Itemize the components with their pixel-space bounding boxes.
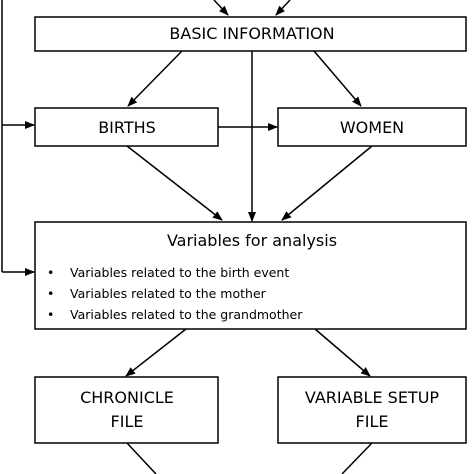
analysis-title: Variables for analysis <box>167 231 337 250</box>
analysis-bullet-item: Variables related to the grandmother <box>70 307 303 322</box>
variable-setup-file-box <box>277 376 467 444</box>
arrow-basic-to-women <box>313 50 362 107</box>
analysis-bullet-item: Variables related to the mother <box>70 286 267 301</box>
top-incoming-arrows <box>213 0 291 16</box>
women-label: WOMEN <box>340 118 404 137</box>
bullet-icon: • <box>47 286 54 301</box>
arrow-births-to-analysis <box>126 145 223 221</box>
chronicle-file-box <box>34 376 219 444</box>
left-feedback-line <box>1 0 35 276</box>
bullet-icon: • <box>47 307 54 322</box>
births-label: BIRTHS <box>98 118 156 137</box>
arrows-into-analysis <box>126 145 373 221</box>
women-box <box>277 107 467 147</box>
variable-setup-file-label-line-2: FILE <box>356 412 389 431</box>
arrow-women-to-analysis <box>281 145 373 221</box>
outgoing-arrow-from-variable-setup <box>341 442 373 474</box>
arrow-basic-to-births <box>127 50 183 107</box>
bottom-outgoing-arrows <box>126 442 373 474</box>
incoming-arrow-left <box>213 0 229 16</box>
variable-setup-file-label-line-1: VARIABLE SETUP <box>305 388 439 407</box>
arrow-analysis-to-chronicle <box>125 328 187 377</box>
incoming-arrow-right <box>275 0 291 16</box>
chronicle-file-node: CHRONICLE FILE <box>34 376 219 444</box>
arrow-analysis-to-variable-setup <box>314 328 371 377</box>
births-node: BIRTHS <box>34 107 219 147</box>
women-node: WOMEN <box>277 107 467 147</box>
arrows-from-analysis <box>125 328 371 377</box>
basic-information-node: BASIC INFORMATION <box>34 16 467 52</box>
chronicle-file-label-line-2: FILE <box>111 412 144 431</box>
bullet-icon: • <box>47 265 54 280</box>
arrows-from-basic-information <box>127 50 362 222</box>
variable-setup-file-node: VARIABLE SETUP FILE <box>277 376 467 444</box>
chronicle-file-label-line-1: CHRONICLE <box>80 388 174 407</box>
outgoing-arrow-from-chronicle <box>126 442 157 474</box>
analysis-bullet-list: • Variables related to the birth event •… <box>47 265 303 322</box>
basic-information-box <box>34 16 467 52</box>
basic-information-label: BASIC INFORMATION <box>169 24 334 43</box>
analysis-bullet-item: Variables related to the birth event <box>70 265 289 280</box>
analysis-node: Variables for analysis • Variables relat… <box>34 221 467 330</box>
analysis-box <box>34 221 467 330</box>
